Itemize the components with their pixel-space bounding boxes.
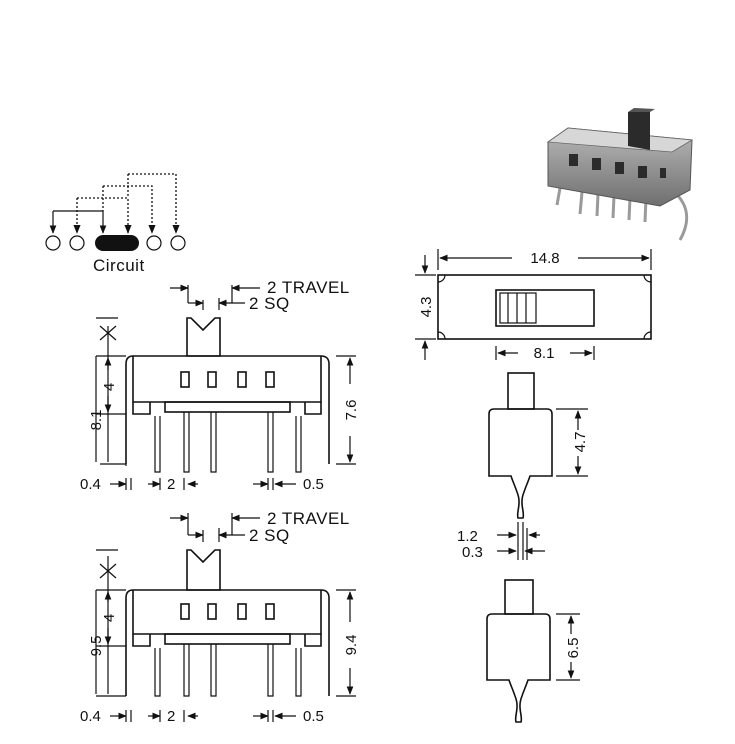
height-right-a: 7.6 — [343, 400, 360, 421]
pin-width-b: 0.5 — [303, 708, 324, 725]
pitch-left-b: 0.4 — [80, 708, 101, 725]
width-label: 4.3 — [418, 297, 435, 318]
pitch-a: 2 — [167, 476, 175, 493]
travel-label-a: 2 TRAVEL — [267, 278, 350, 297]
pitch-b: 2 — [167, 708, 175, 725]
pin-width-a: 0.5 — [303, 476, 324, 493]
end-height-b: 6.5 — [565, 638, 582, 659]
sq-label-b: 2 SQ — [249, 526, 290, 545]
height-right-b: 9.4 — [343, 635, 360, 656]
slot-label: 8.1 — [534, 345, 555, 362]
side-view-a — [95, 284, 356, 490]
travel-label-b: 2 TRAVEL — [267, 509, 350, 528]
end-view-a — [488, 372, 588, 560]
height-body-a: 4 — [101, 383, 118, 391]
pin-a-label: 1.2 — [457, 528, 478, 545]
end-view-b — [486, 579, 580, 723]
end-height-a: 4.7 — [572, 432, 589, 453]
length-label: 14.8 — [530, 250, 559, 267]
pitch-left-a: 0.4 — [80, 476, 101, 493]
circuit-label: Circuit — [93, 256, 145, 275]
circuit-symbol — [45, 173, 186, 251]
pin-b-label: 0.3 — [462, 544, 483, 561]
height-total-b: 9.5 — [88, 636, 105, 657]
height-total-a: 8.1 — [88, 410, 105, 431]
height-body-b: 4 — [101, 614, 118, 622]
top-view — [415, 249, 652, 360]
side-view-b — [95, 513, 356, 722]
sq-label-a: 2 SQ — [249, 294, 290, 313]
product-photo — [546, 108, 694, 241]
